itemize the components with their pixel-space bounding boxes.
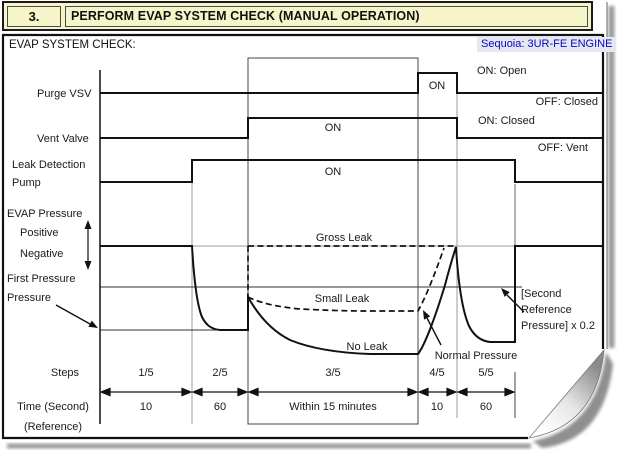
vent-valve-label: Vent Valve <box>37 133 89 145</box>
annotation-arrows <box>55 288 525 346</box>
gross-leak-label: Gross Leak <box>316 232 373 244</box>
purge-vsv-on-label: ON <box>429 80 446 92</box>
panel-heading: EVAP SYSTEM CHECK: <box>9 39 136 51</box>
evap-pressure-waveform <box>100 245 602 355</box>
leak-threshold-curves <box>247 245 457 312</box>
within-15-minutes-window <box>247 57 419 425</box>
curl-shadow <box>533 352 613 448</box>
time-5: 60 <box>480 401 492 413</box>
positive-negative-arrow <box>84 220 92 270</box>
step-1-5: 1/5 <box>138 367 153 379</box>
step-title: PERFORM EVAP SYSTEM CHECK (MANUAL OPERAT… <box>71 9 420 23</box>
duration-arrows <box>99 387 516 397</box>
positive-label: Positive <box>20 227 59 239</box>
vent-valve-waveform <box>100 117 602 139</box>
leak-detection-pump-label-1: Leak Detection <box>12 159 85 171</box>
leak-detection-pump-label-2: Pump <box>12 177 41 189</box>
page-shadow-bottom <box>7 443 531 449</box>
second-reference-label-3: Pressure] x 0.2 <box>521 320 595 332</box>
small-leak-curve <box>247 247 445 312</box>
time-2: 60 <box>214 401 226 413</box>
step-3-5: 3/5 <box>325 367 340 379</box>
step-number: 3. <box>28 8 40 24</box>
time-4: 10 <box>431 401 443 413</box>
panel-background <box>3 35 603 438</box>
purge-legend-on: ON: Open <box>477 65 527 77</box>
negative-label: Negative <box>20 248 63 260</box>
evap-pressure-label: EVAP Pressure <box>7 208 82 220</box>
time-row-label-1: Time (Second) <box>17 401 89 413</box>
small-leak-label: Small Leak <box>315 293 370 305</box>
second-reference-label-2: Reference <box>521 304 572 316</box>
step-2-5: 2/5 <box>212 367 227 379</box>
purge-legend-off: OFF: Closed <box>536 96 598 108</box>
purge-vsv-label: Purge VSV <box>37 88 92 100</box>
leak-detection-pump-waveform <box>100 159 602 183</box>
waveforms <box>100 72 602 355</box>
panel-border <box>1 33 605 440</box>
no-leak-label: No Leak <box>347 341 388 353</box>
step-4-5: 4/5 <box>429 367 444 379</box>
purge-vsv-waveform <box>100 72 602 94</box>
step-title-box: PERFORM EVAP SYSTEM CHECK (MANUAL OPERAT… <box>65 5 588 27</box>
first-pressure-label-1: First Pressure <box>7 273 75 285</box>
normal-pressure-label: Normal Pressure <box>435 350 518 362</box>
vent-valve-on-label: ON <box>325 122 342 134</box>
steps-row-label: Steps <box>51 367 80 379</box>
engine-badge: Sequoia: 3UR-FE ENGINE <box>477 37 617 52</box>
second-reference-label-1: [Second <box>521 288 561 300</box>
vent-legend-off: OFF: Vent <box>538 142 588 154</box>
time-row-label-2: (Reference) <box>24 421 82 433</box>
time-3: Within 15 minutes <box>289 401 377 413</box>
step-header: 3. PERFORM EVAP SYSTEM CHECK (MANUAL OPE… <box>2 1 593 31</box>
first-pressure-label-2: Pressure <box>7 292 51 304</box>
page-curl <box>527 348 605 439</box>
pump-on-label: ON <box>325 166 342 178</box>
step-5-5: 5/5 <box>478 367 493 379</box>
vent-legend-on: ON: Closed <box>478 115 535 127</box>
step-number-box: 3. <box>7 5 61 27</box>
page-shadow-right <box>608 6 615 348</box>
time-1: 10 <box>140 401 152 413</box>
